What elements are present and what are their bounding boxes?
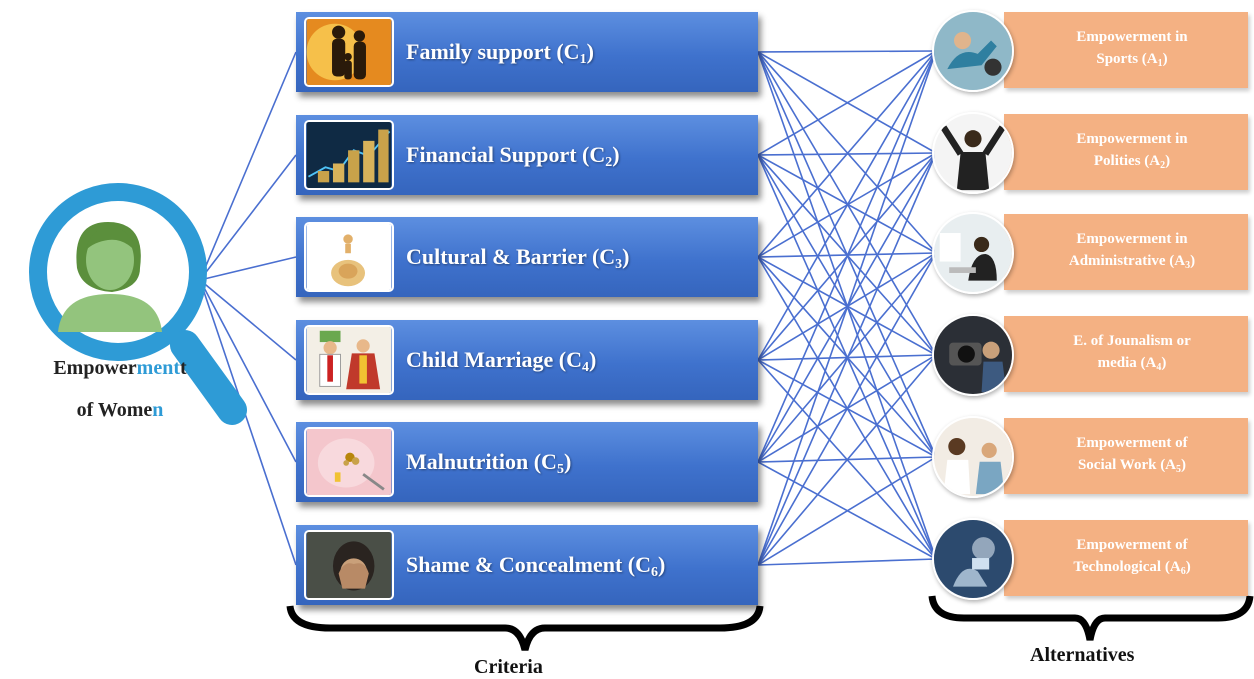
- coins-chart-icon: [304, 120, 394, 190]
- connector-c6-to-a4: [757, 354, 937, 566]
- alternative-label-line2: media (A4): [1097, 355, 1167, 373]
- alternative-label-line2: Social Work (A5): [1077, 457, 1187, 475]
- alternative-box-a2: Empowerment in Polities (A2): [1004, 114, 1248, 190]
- hiding-face-icon: [304, 530, 394, 600]
- connector-c6-to-a5: [757, 456, 937, 566]
- connector-center-to-c2: [199, 154, 297, 281]
- criterion-box-c2: Financial Support (C2): [296, 115, 758, 195]
- criterion-label: Family support (C1): [406, 39, 594, 67]
- criterion-box-c5: Malnutrition (C5): [296, 422, 758, 502]
- connector-c1-to-a3: [757, 51, 937, 254]
- alternative-label-line1: Empowerment in: [1076, 231, 1188, 247]
- alternative-label-line1: Empowerment of: [1076, 435, 1188, 451]
- connector-c5-to-a1: [757, 50, 937, 463]
- alternative-box-a4: E. of Jounalism or media (A4): [1004, 316, 1248, 392]
- alternative-label-line1: E. of Jounalism or: [1073, 333, 1191, 349]
- alternative-label-line1: Empowerment in: [1076, 131, 1188, 147]
- connector-c6-to-a2: [757, 152, 937, 566]
- criteria-label: Criteria: [474, 656, 543, 678]
- connector-c6-to-a6: [757, 558, 937, 566]
- alternative-box-a5: Empowerment of Social Work (A5): [1004, 418, 1248, 494]
- family-silhouette-icon: [304, 17, 394, 87]
- center-label-line1: Empowermentt: [53, 357, 187, 379]
- wedding-couple-icon: [304, 325, 394, 395]
- magnifier-icon: [29, 183, 247, 425]
- criterion-label: Cultural & Barrier (C3): [406, 244, 630, 272]
- criterion-label: Shame & Concealment (C6): [406, 552, 666, 580]
- criterion-label: Malnutrition (C5): [406, 449, 572, 477]
- connector-center-to-c1: [199, 51, 297, 281]
- connector-c3-to-a1: [757, 50, 937, 258]
- connector-c6-to-a1: [757, 50, 937, 566]
- connector-c6-to-a3: [757, 252, 937, 566]
- criterion-label: Financial Support (C2): [406, 142, 620, 170]
- camera-photo-icon: [932, 314, 1014, 396]
- alternative-label-line1: Empowerment of: [1076, 537, 1188, 553]
- criterion-box-c4: Child Marriage (C4): [296, 320, 758, 400]
- criteria-brace: [286, 605, 764, 651]
- connector-center-to-c3: [199, 256, 297, 281]
- alternatives-brace: [928, 595, 1254, 641]
- alternative-label-line1: Empowerment in: [1076, 29, 1188, 45]
- politics-photo-icon: [932, 112, 1014, 194]
- empty-plate-icon: [304, 427, 394, 497]
- connector-center-to-c4: [199, 279, 297, 361]
- connector-c1-to-a1: [757, 50, 937, 53]
- office-photo-icon: [932, 212, 1014, 294]
- alternative-box-a1: Empowerment in Sports (A1): [1004, 12, 1248, 88]
- alternative-box-a3: Empowerment in Administrative (A3): [1004, 214, 1248, 290]
- alternative-box-a6: Empowerment of Technological (A6): [1004, 520, 1248, 596]
- alternative-label-line2: Sports (A1): [1096, 51, 1168, 69]
- criterion-box-c1: Family support (C1): [296, 12, 758, 92]
- criterion-label: Child Marriage (C4): [406, 347, 597, 375]
- figurine-icon: [304, 222, 394, 292]
- sports-photo-icon: [932, 10, 1014, 92]
- connector-center-to-c6: [199, 279, 297, 566]
- connector-c2-to-a1: [757, 50, 937, 156]
- connector-lines: [199, 50, 937, 566]
- woman-icon: [58, 222, 162, 332]
- alternative-label-line2: Polities (A2): [1093, 153, 1171, 171]
- technology-photo-icon: [932, 518, 1014, 600]
- connector-center-to-c5: [199, 279, 297, 463]
- alternative-label-line2: Technological (A6): [1073, 559, 1191, 577]
- connector-c4-to-a1: [757, 50, 937, 361]
- social-work-photo-icon: [932, 416, 1014, 498]
- alternatives-label: Alternatives: [1030, 644, 1135, 666]
- alternative-label-line2: Administrative (A3): [1068, 253, 1196, 271]
- criterion-box-c3: Cultural & Barrier (C3): [296, 217, 758, 297]
- center-label-line2: of Women: [76, 399, 164, 421]
- criterion-box-c6: Shame & Concealment (C6): [296, 525, 758, 605]
